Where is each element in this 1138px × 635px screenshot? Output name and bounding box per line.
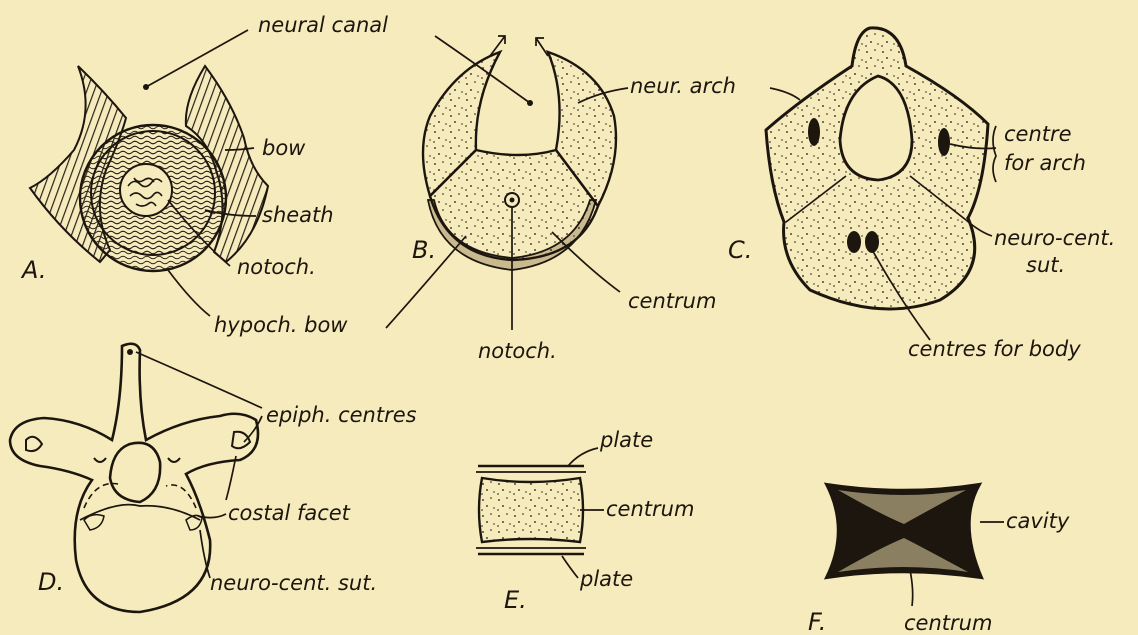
label-centrum-e: centrum xyxy=(606,497,694,521)
label-plate-bottom: plate xyxy=(579,567,633,591)
label-neur-arch: neur. arch xyxy=(630,74,736,98)
label-neuro-cent-sut: neuro-cent. sut. xyxy=(210,571,377,595)
figure-d-letter: D. xyxy=(38,568,64,596)
figure-a xyxy=(30,30,268,316)
label-centrum-b: centrum xyxy=(628,289,716,313)
figure-c xyxy=(766,28,996,340)
label-bow: bow xyxy=(262,136,306,160)
label-neuro-cent: neuro-cent. xyxy=(994,226,1115,250)
figure-e-centrum xyxy=(479,478,583,542)
label-centre: centre xyxy=(1004,122,1072,146)
label-neural-canal: neural canal xyxy=(258,13,388,37)
label-for-arch: for arch xyxy=(1004,151,1086,175)
label-sut: sut. xyxy=(1026,253,1065,277)
label-cavity: cavity xyxy=(1006,509,1070,533)
label-centres-for-body: centres for body xyxy=(908,337,1081,361)
figure-b-letter: B. xyxy=(412,236,436,264)
figure-b xyxy=(386,36,628,330)
label-notoch-b: notoch. xyxy=(478,339,557,363)
figure-a-letter: A. xyxy=(20,256,47,284)
figure-e xyxy=(476,448,604,578)
label-sheath: sheath xyxy=(262,203,334,227)
figure-f xyxy=(826,484,1004,606)
label-notoch-a: notoch. xyxy=(237,255,316,279)
label-centrum-f: centrum xyxy=(904,611,992,635)
label-hypoch-bow: hypoch. bow xyxy=(214,313,348,337)
figure-f-letter: F. xyxy=(808,608,826,635)
figure-c-letter: C. xyxy=(728,236,752,264)
label-costal-facet: costal facet xyxy=(228,501,351,525)
figure-a-notochord xyxy=(120,164,172,216)
figure-e-letter: E. xyxy=(504,586,527,614)
label-plate-top: plate xyxy=(599,428,653,452)
label-epiph-centres: epiph. centres xyxy=(266,403,417,427)
